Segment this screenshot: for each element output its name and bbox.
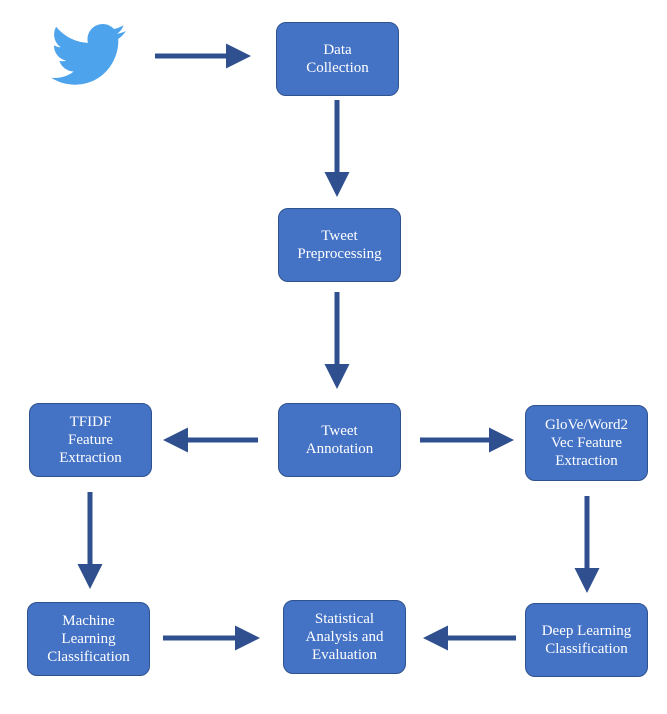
twitter-bird-icon [51, 24, 127, 85]
machine-learning-classification-box: Machine Learning Classification [27, 602, 150, 676]
tweet-preprocessing-box: Tweet Preprocessing [278, 208, 401, 282]
statistical-analysis-evaluation-box: Statistical Analysis and Evaluation [283, 600, 406, 674]
glove-word2vec-feature-extraction-box: GloVe/Word2 Vec Feature Extraction [525, 405, 648, 481]
data-collection-box: Data Collection [276, 22, 399, 96]
tfidf-feature-extraction-box: TFIDF Feature Extraction [29, 403, 152, 477]
deep-learning-classification-box: Deep Learning Classification [525, 603, 648, 677]
tweet-annotation-box: Tweet Annotation [278, 403, 401, 477]
